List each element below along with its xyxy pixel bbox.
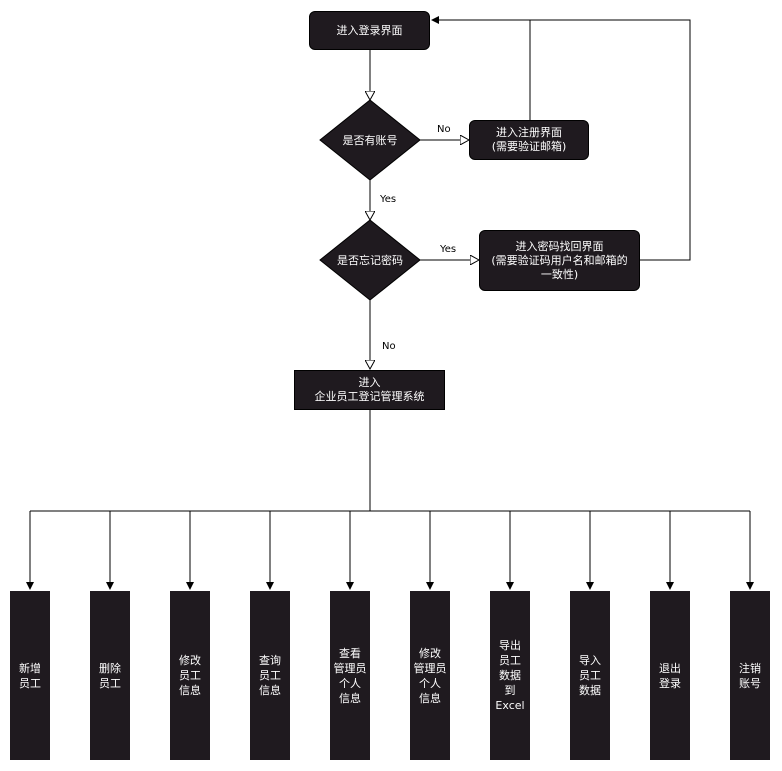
- register-node: 进入注册界面 (需要验证邮箱): [469, 120, 589, 160]
- function-box-3: 查询 员工 信息: [250, 591, 290, 760]
- enter-system-node: 进入 企业员工登记管理系统: [294, 370, 445, 410]
- function-box-6: 导出 员工 数据 到 Excel: [490, 591, 530, 760]
- function-box-7: 导入 员工 数据: [570, 591, 610, 760]
- login-node: 进入登录界面: [309, 11, 430, 50]
- edge-recover-back: [530, 19, 691, 261]
- edge-label-no-2: No: [382, 341, 396, 352]
- has-account-decision: [319, 99, 421, 181]
- function-box-2: 修改 员工 信息: [170, 591, 210, 760]
- function-box-1: 删除 员工: [90, 591, 130, 760]
- function-box-4: 查看 管理员 个人 信息: [330, 591, 370, 760]
- forgot-password-decision: [319, 219, 421, 301]
- function-box-0: 新增 员工: [10, 591, 50, 760]
- function-box-8: 退出 登录: [650, 591, 690, 760]
- has-account-text: 是否有账号: [342, 134, 398, 147]
- function-box-9: 注销 账号: [730, 591, 770, 760]
- recover-node: 进入密码找回界面 (需要验证码用户名和邮箱的 一致性): [479, 230, 640, 291]
- edge-register-back: [431, 16, 531, 120]
- forgot-password-text: 是否忘记密码: [337, 254, 403, 267]
- edge-label-yes-1: Yes: [380, 194, 397, 205]
- function-box-5: 修改 管理员 个人 信息: [410, 591, 450, 760]
- edge-label-no-1: No: [437, 124, 451, 135]
- edge-label-yes-2: Yes: [440, 244, 457, 255]
